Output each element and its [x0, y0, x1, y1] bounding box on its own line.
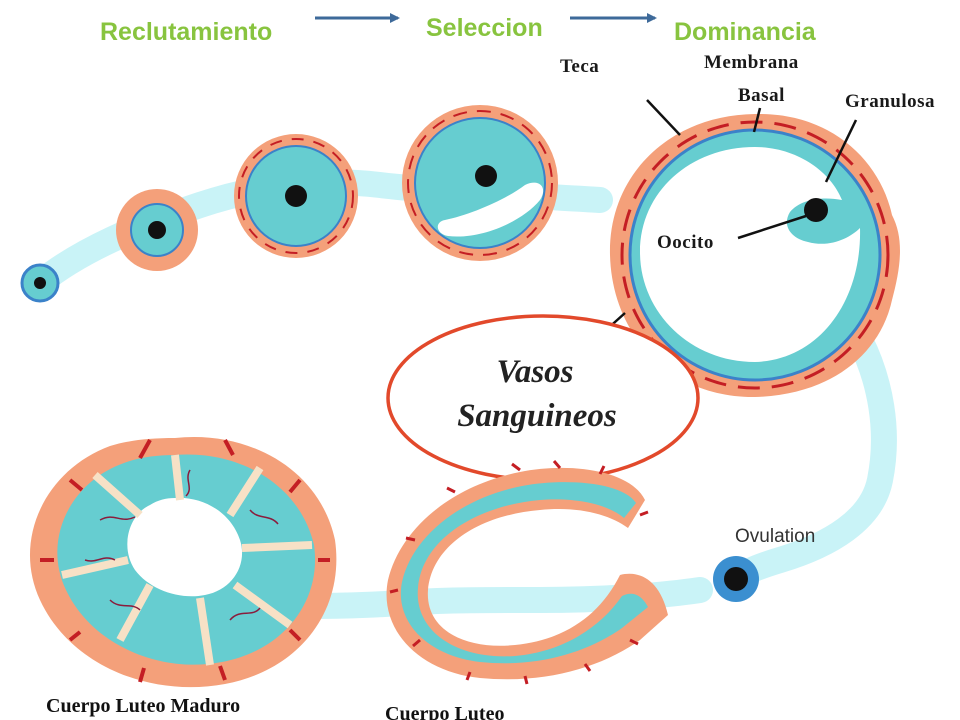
corpus-luteum [386, 460, 668, 685]
label-ovulation: Ovulation [735, 526, 815, 547]
stage-header: Reclutamiento Seleccion Dominancia [100, 13, 817, 46]
stage-label-recruitment: Reclutamiento [100, 18, 272, 46]
ovulation-stage: Ovulation [713, 526, 815, 602]
dominant-follicle [609, 113, 900, 398]
label-mature-corpus-luteum: Cuerpo Luteo Maduro [46, 695, 240, 717]
stage-label-dominance: Dominancia [674, 18, 817, 46]
oocyte-nucleus [804, 198, 828, 222]
label-oocyte: Oocito [657, 232, 714, 253]
bottom-labels: Cuerpo Luteo Maduro Cuerpo Luteo [46, 695, 504, 720]
mature-corpus-luteum [29, 436, 337, 688]
label-basement-membrane-line2: Basal [738, 85, 785, 106]
label-corpus-luteum: Cuerpo Luteo [385, 703, 504, 720]
oocyte-nucleus [724, 567, 748, 591]
oocyte-nucleus [285, 185, 307, 207]
oocyte-nucleus [148, 221, 166, 239]
oocyte-nucleus [475, 165, 497, 187]
label-theca: Teca [560, 56, 599, 77]
secondary-follicle [234, 134, 358, 258]
label-basement-membrane-line1: Membrana [704, 52, 799, 73]
early-antral-follicle [402, 105, 558, 261]
blood-vessels-callout: Vasos Sanguineos [386, 314, 700, 482]
oocyte-nucleus [34, 277, 46, 289]
primary-follicle [116, 189, 198, 271]
callout-line2: Sanguineos [457, 398, 617, 434]
part-labels: Teca Membrana Basal Granulosa Oocito [560, 52, 935, 253]
callout-line1: Vasos [496, 354, 573, 390]
stage-label-selection: Seleccion [426, 14, 543, 42]
primordial-follicle [20, 263, 60, 303]
label-granulosa: Granulosa [845, 91, 935, 112]
